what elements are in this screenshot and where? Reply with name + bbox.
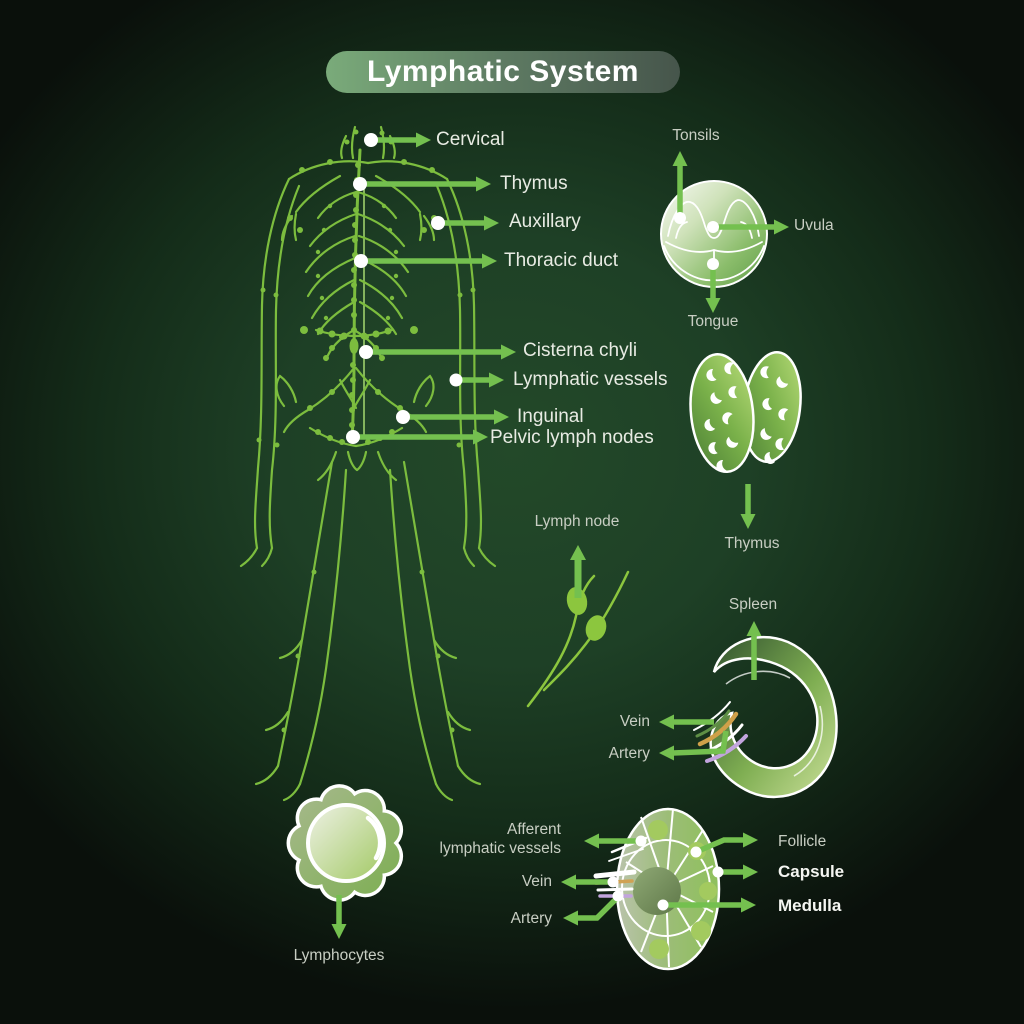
medulla-region — [633, 867, 681, 915]
label-lymphatic-vessels: Lymphatic vessels — [513, 369, 668, 390]
arrow-lymph-node — [570, 545, 586, 598]
arrow-spleen — [746, 621, 762, 680]
arrow-node-vein — [561, 874, 613, 890]
label-node-artery: Artery — [510, 910, 552, 927]
label-tongue: Tongue — [687, 313, 739, 330]
left-tonsil-fold — [675, 221, 688, 239]
label-afferent-line1: Afferent — [506, 821, 561, 838]
arrow-medulla — [663, 897, 756, 913]
arrow-spleen-artery — [659, 730, 729, 761]
label-spleen-vein: Vein — [619, 713, 650, 730]
label-cervical: Cervical — [436, 129, 505, 150]
arrow-auxillary — [438, 215, 499, 231]
lymph-node-section-illustration — [593, 807, 721, 971]
label-afferent-lymphatic-vessels: Afferent lymphatic vessels — [440, 820, 561, 858]
label-spleen-artery: Artery — [608, 745, 650, 762]
label-inguinal: Inguinal — [517, 406, 584, 427]
arrow-capsule — [718, 864, 758, 880]
label-spleen: Spleen — [728, 596, 778, 613]
body-illustration — [239, 125, 497, 802]
label-thymus: Thymus — [500, 173, 568, 194]
pointer-arrows — [331, 132, 789, 939]
arrow-tongue — [705, 266, 721, 313]
label-lymphocytes: Lymphocytes — [293, 947, 385, 964]
label-cisterna-chyli: Cisterna chyli — [523, 340, 638, 361]
label-thymus-organ: Thymus — [724, 535, 780, 552]
arrow-pelvic-lymph-nodes — [353, 429, 488, 445]
lymph-node-beads — [256, 129, 480, 733]
arrow-inguinal — [403, 409, 509, 425]
arrow-cervical — [371, 132, 431, 148]
label-uvula: Uvula — [794, 217, 834, 234]
arrow-node-artery — [563, 895, 620, 926]
lymph-node-illustration — [526, 570, 630, 708]
arrow-cisterna-chyli — [366, 344, 516, 360]
label-lymph-node: Lymph node — [534, 513, 620, 530]
label-auxillary: Auxillary — [509, 211, 581, 232]
arrow-thoracic-duct — [361, 253, 497, 269]
arrow-thymus-label — [360, 176, 491, 192]
lymphocyte-illustration — [286, 784, 404, 902]
label-thoracic-duct: Thoracic duct — [504, 250, 619, 271]
spleen-illustration — [693, 635, 838, 799]
arrow-lymphatic-vessels — [456, 372, 504, 388]
label-pelvic-lymph-nodes: Pelvic lymph nodes — [490, 427, 654, 448]
label-tonsils: Tonsils — [672, 127, 720, 144]
label-capsule: Capsule — [778, 862, 845, 881]
arrow-spleen-vein — [659, 714, 714, 730]
arrow-tonsils — [672, 151, 688, 218]
thymus-illustration — [689, 351, 802, 474]
arrow-lymphocytes — [331, 895, 347, 939]
label-node-vein: Vein — [521, 873, 552, 890]
lymphocyte-highlight — [365, 815, 383, 861]
label-follicle: Follicle — [778, 833, 827, 850]
tonsil-arches — [667, 199, 760, 239]
page-title: Lymphatic System — [367, 55, 639, 88]
marker-dots — [346, 133, 724, 911]
arrow-follicle — [694, 832, 758, 855]
label-medulla: Medulla — [778, 896, 842, 915]
title-pill: Lymphatic System — [326, 51, 680, 93]
arrow-thymus-organ — [740, 484, 756, 529]
arrow-afferent-vessels — [584, 833, 641, 849]
label-afferent-line2: lymphatic vessels — [439, 840, 561, 857]
arrow-uvula — [713, 219, 789, 235]
